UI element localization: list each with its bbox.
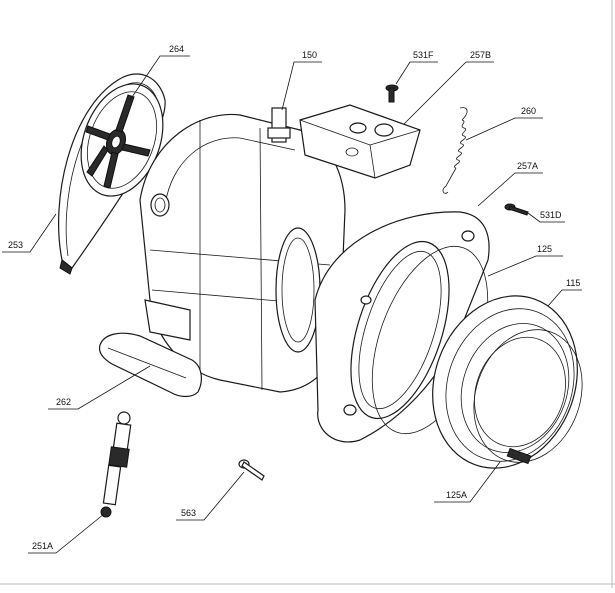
label-251a: 251A	[32, 541, 53, 551]
front-bracket	[98, 332, 202, 398]
label-125a: 125A	[446, 490, 467, 500]
label-257b: 257B	[470, 50, 491, 60]
door-seal	[432, 295, 578, 469]
upper-counterweight	[299, 104, 421, 179]
drum-pulley	[80, 83, 164, 197]
label-563: 563	[181, 508, 196, 518]
screw-531f	[385, 84, 399, 103]
label-125: 125	[537, 244, 552, 254]
label-531d: 531D	[540, 210, 562, 220]
leader-lines	[2, 55, 582, 554]
label-262: 262	[56, 397, 71, 407]
suspension-spring	[442, 107, 468, 194]
pin-563	[238, 459, 265, 481]
label-257a: 257A	[517, 161, 538, 171]
clamp-ring	[473, 329, 583, 465]
label-150: 150	[302, 50, 317, 60]
shock-absorber	[100, 411, 132, 518]
label-115: 115	[566, 278, 580, 288]
front-counterweight	[314, 211, 490, 443]
label-264: 264	[169, 44, 184, 54]
label-531f: 531F	[413, 50, 434, 60]
screw-531d	[504, 203, 529, 216]
label-253: 253	[8, 240, 23, 250]
label-260: 260	[521, 106, 536, 116]
part-labels: 264 150 531F 257B 260 257A 531D 125 115 …	[8, 44, 580, 551]
